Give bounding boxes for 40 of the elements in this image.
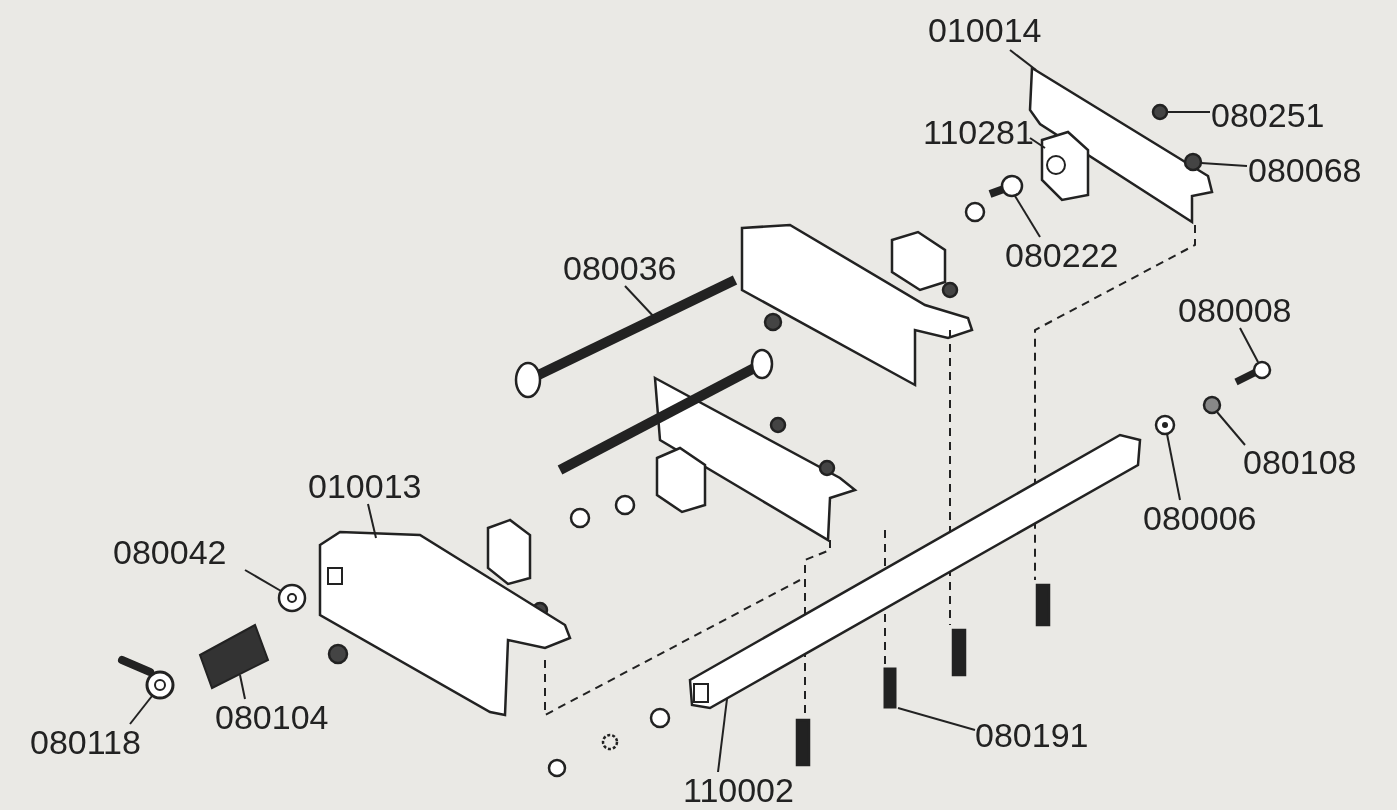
spacer-block bbox=[1040, 130, 1090, 202]
part-number: 080104 bbox=[215, 699, 329, 735]
leader-line bbox=[897, 707, 976, 731]
wing-nut bbox=[118, 656, 175, 700]
screw bbox=[988, 174, 1024, 198]
part-number: 080008 bbox=[1178, 292, 1292, 328]
leader-line bbox=[367, 503, 377, 539]
flat-washer bbox=[1154, 414, 1176, 436]
spacer-sleeve bbox=[198, 623, 270, 690]
part-number: 080036 bbox=[563, 250, 677, 286]
part-number: 110002 bbox=[683, 772, 794, 808]
part-number: 080222 bbox=[1005, 237, 1119, 273]
leader-line bbox=[1200, 162, 1248, 167]
part-number: 080251 bbox=[1211, 97, 1325, 133]
leader-line bbox=[1216, 411, 1246, 446]
leader-line bbox=[129, 695, 153, 725]
leader-line bbox=[1029, 137, 1046, 149]
part-number: 010013 bbox=[308, 468, 422, 504]
part-number: 080042 bbox=[113, 534, 227, 570]
hex-nut bbox=[1183, 152, 1203, 172]
part-number: 080006 bbox=[1143, 500, 1257, 536]
part-number: 080068 bbox=[1248, 152, 1362, 188]
leader-line bbox=[717, 698, 728, 773]
lock-washer bbox=[1202, 395, 1222, 415]
part-number: 110281 bbox=[923, 114, 1034, 150]
leader-line bbox=[239, 674, 246, 700]
leader-line bbox=[1239, 327, 1259, 363]
leader-line bbox=[1167, 111, 1211, 113]
hex-nut bbox=[1151, 103, 1169, 121]
part-number: 080108 bbox=[1243, 444, 1357, 480]
leader-line bbox=[1014, 195, 1041, 238]
leader-line bbox=[1166, 433, 1181, 501]
part-number: 080118 bbox=[30, 724, 141, 760]
leader-line bbox=[244, 569, 282, 592]
screw bbox=[1234, 360, 1272, 386]
screw bbox=[883, 667, 897, 709]
leader-line bbox=[1009, 49, 1037, 71]
flat-washer bbox=[277, 583, 307, 613]
part-number: 010014 bbox=[928, 12, 1042, 48]
part-number: 080191 bbox=[975, 717, 1089, 753]
